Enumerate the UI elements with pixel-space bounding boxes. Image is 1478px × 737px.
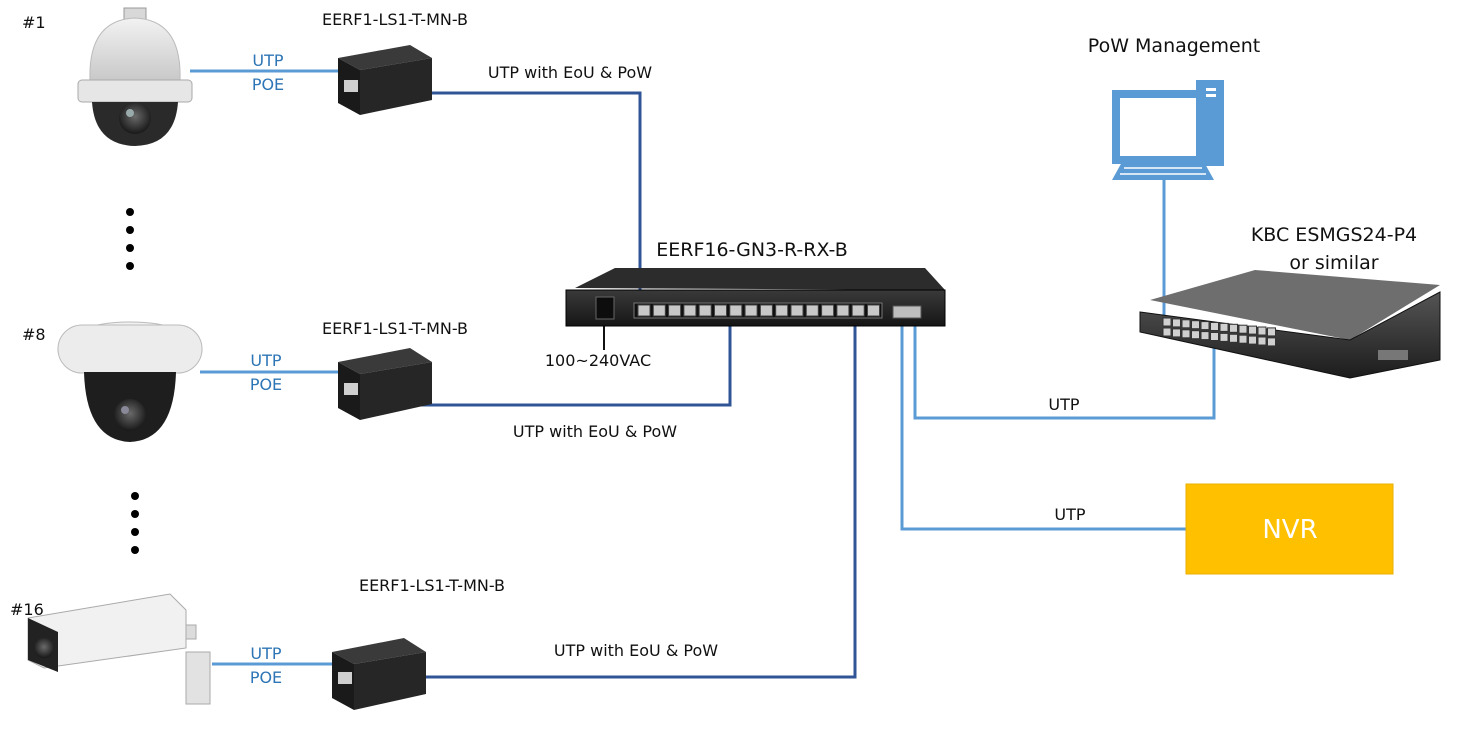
camera-8-dome (57, 321, 203, 442)
camera-1-ptz (77, 7, 193, 146)
switch-port (836, 304, 850, 317)
extender-1 (338, 45, 432, 115)
network-switch-note: or similar (1289, 252, 1378, 274)
uplink-to-switch (913, 318, 1216, 420)
kbc-port (1162, 327, 1172, 337)
camera-16-number: #16 (10, 600, 44, 619)
extender-8-model: EERF1-LS1-T-MN-B (322, 319, 468, 338)
uplink-to-nvr (900, 318, 1186, 531)
nvr-uplink-label: UTP (1054, 505, 1085, 524)
switch-port (714, 304, 727, 317)
camera-8-number: #8 (22, 325, 46, 344)
kbc-port (1191, 320, 1200, 330)
kbc-port (1267, 327, 1276, 337)
nvr-label: NVR (1262, 515, 1317, 545)
kbc-port (1238, 324, 1248, 334)
power-input-label: 100~240VAC (545, 351, 651, 370)
switch-uplink-label: UTP (1048, 395, 1079, 414)
poe-link-16-poe: POE (250, 668, 282, 687)
switch-port (821, 304, 835, 317)
kbc-port (1257, 336, 1267, 346)
switch-port (744, 304, 758, 317)
switch-ports (637, 304, 880, 317)
kbc-port (1267, 337, 1276, 347)
poe-link-8-utp: UTP (250, 351, 281, 370)
eou-link-8-label: UTP with EoU & PoW (513, 422, 677, 441)
poe-link-16-utp: UTP (250, 644, 281, 663)
ellipsis-dots-upper (126, 208, 134, 270)
switch-port (867, 304, 880, 317)
kbc-port (1219, 322, 1229, 332)
management-label: PoW Management (1088, 35, 1260, 57)
ellipsis-dots-lower (131, 492, 139, 554)
kbc-port (1200, 331, 1210, 341)
kbc-port (1200, 321, 1210, 331)
switch-port (851, 304, 865, 317)
poe-link-1-utp: UTP (252, 51, 283, 70)
switch-port (698, 304, 712, 317)
kbc-port (1172, 318, 1181, 328)
switch-port (790, 304, 804, 317)
eou-link-1-label: UTP with EoU & PoW (488, 63, 652, 82)
kbc-port (1257, 326, 1267, 336)
kbc-port (1172, 328, 1181, 338)
eou-link-1 (405, 91, 642, 305)
eou-link-16-label: UTP with EoU & PoW (554, 641, 718, 660)
management-pc-icon (1112, 80, 1224, 180)
kbc-port (1162, 317, 1172, 327)
central-switch-model: EERF16-GN3-R-RX-B (656, 239, 848, 261)
switch-port (729, 304, 743, 317)
switch-port (668, 304, 682, 317)
kbc-port (1210, 332, 1219, 341)
switch-port (652, 304, 666, 317)
extender-16-model: EERF1-LS1-T-MN-B (359, 576, 505, 595)
camera-16-box (27, 593, 211, 705)
extender-16 (332, 638, 426, 710)
poe-link-1-poe: POE (252, 75, 284, 94)
nvr-box (1185, 483, 1394, 575)
poe-link-8-poe: POE (250, 375, 282, 394)
kbc-port (1181, 319, 1191, 329)
central-switch (565, 268, 946, 327)
kbc-port (1191, 330, 1200, 340)
kbc-port (1181, 329, 1191, 339)
camera-1-number: #1 (22, 13, 46, 32)
switch-port (759, 304, 773, 317)
kbc-ports (1162, 317, 1276, 347)
switch-port (637, 304, 651, 317)
network-switch-model: KBC ESMGS24-P4 (1251, 224, 1417, 246)
kbc-port (1248, 335, 1257, 345)
kbc-port (1219, 332, 1229, 342)
eou-link-8 (405, 318, 732, 407)
kbc-port (1248, 325, 1257, 335)
switch-port (775, 304, 789, 317)
connection-lines (190, 69, 1216, 679)
extender-1-model: EERF1-LS1-T-MN-B (322, 10, 468, 29)
kbc-network-switch (1139, 270, 1441, 379)
extender-8 (338, 348, 432, 420)
kbc-port (1229, 323, 1238, 333)
eou-link-16 (418, 318, 857, 679)
switch-port (805, 304, 819, 317)
kbc-port (1210, 322, 1219, 331)
kbc-port (1238, 334, 1248, 344)
kbc-port (1229, 333, 1238, 343)
switch-port (683, 304, 697, 317)
